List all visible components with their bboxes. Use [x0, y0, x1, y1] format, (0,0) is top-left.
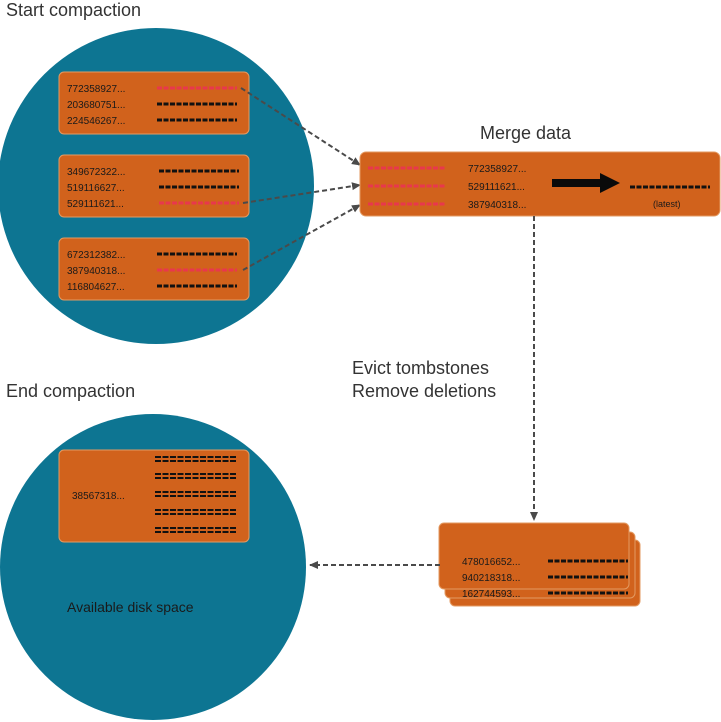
merge-row-id: 387940318...: [468, 200, 526, 211]
evict-tombstones-label: Evict tombstones: [352, 358, 489, 378]
sstable-row-id: 349672322...: [67, 167, 125, 178]
sstable-row-id: 387940318...: [67, 266, 125, 277]
sstable-row-id: 772358927...: [67, 84, 125, 95]
merge-row-id: 529111621...: [468, 182, 525, 193]
start-sstable-3: 672312382... 387940318... 116804627...: [58, 237, 250, 301]
sstable-row-id: 224546267...: [67, 116, 125, 127]
latest-label: (latest): [653, 199, 681, 209]
merge-data-box: 772358927... 529111621... 387940318... (…: [359, 151, 721, 217]
remove-deletions-label: Remove deletions: [352, 381, 496, 401]
output-row-id: 162744593...: [462, 589, 520, 600]
output-sstable-stack: 478016652... 940218318... 162744593...: [438, 522, 641, 607]
output-row-id: 940218318...: [462, 573, 520, 584]
merge-arrow-2: [242, 182, 361, 204]
sstable-row-id: 203680751...: [67, 100, 125, 111]
sstable-row-id: 672312382...: [67, 250, 125, 261]
merge-row-id: 772358927...: [468, 164, 526, 175]
merge-data-heading: Merge data: [480, 123, 572, 143]
start-sstable-1: 772358927... 203680751... 224546267...: [58, 71, 250, 135]
result-arrow-icon: [552, 173, 620, 193]
start-compaction-heading: Start compaction: [6, 0, 141, 20]
end-sstable: 38567318...: [58, 449, 250, 543]
merge-arrow-3: [242, 204, 361, 271]
output-row-id: 478016652...: [462, 557, 520, 568]
start-sstable-2: 349672322... 519116627... 529111621...: [58, 154, 250, 218]
available-disk-space-label: Available disk space: [67, 599, 194, 615]
end-row-id: 38567318...: [72, 491, 125, 502]
sstable-row-id: 519116627...: [67, 183, 125, 194]
end-compaction-heading: End compaction: [6, 381, 135, 401]
sstable-row-id: 116804627...: [67, 282, 125, 293]
sstable-row-id: 529111621...: [67, 199, 124, 210]
